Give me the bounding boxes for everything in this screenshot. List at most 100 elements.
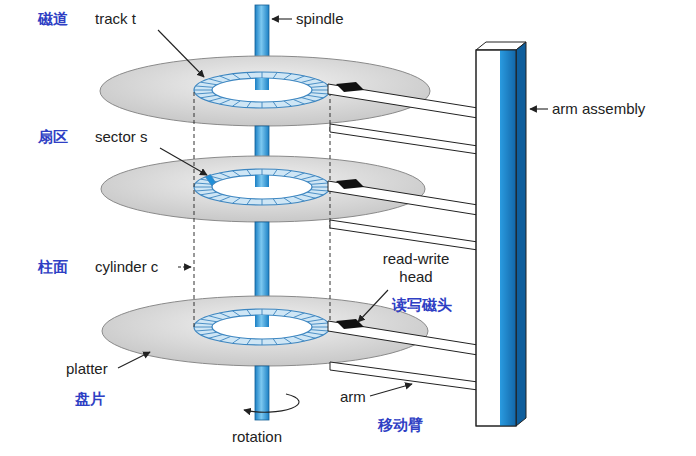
track-segment [284,101,292,106]
track-segment [312,327,330,328]
label-cn: 扇区 [38,128,68,146]
track-segment [232,101,240,106]
label-cn: 磁道 [38,10,68,28]
label-en: spindle [296,10,344,28]
track-segment [293,196,304,201]
track-segment [201,319,217,322]
track-segment [307,179,323,182]
track-segment [307,192,323,195]
track-segment [262,169,263,175]
track-segment [262,72,263,78]
track-segment [232,338,240,343]
track-segment [201,332,217,335]
label-en: read-write head [368,250,464,286]
track-segment [220,196,231,201]
track-segment [262,339,263,345]
label-en: cylinder c [95,258,158,276]
track-segment [284,74,292,79]
track-segment [247,102,251,108]
track-segment [311,93,329,94]
arms [328,84,478,390]
track-segment [273,199,277,205]
track-segment [312,90,330,91]
track-segment [301,194,315,198]
label-en: rotation [232,428,282,446]
track-segment [220,313,231,318]
track-segment [301,334,315,338]
track-segment [209,79,223,83]
track-segment [293,173,304,178]
track-segment [273,102,277,108]
track-segment [247,72,251,78]
track-segment [307,332,323,335]
track-segment [232,198,240,203]
track-segment [194,90,212,91]
track-segment [293,76,304,81]
label-en: platter [66,360,108,378]
read-write-heads [336,82,364,329]
track-segment [196,330,214,331]
track-segment [312,187,330,188]
label-cn: 读写磁头 [392,296,452,314]
track-segment [220,99,231,104]
track-segment [209,334,223,338]
track-segment [273,309,277,315]
track-segment [273,72,277,78]
track-segment [293,313,304,318]
track-segment [301,316,315,320]
label-en: arm assembly [552,100,645,118]
track-segment [194,327,212,328]
track-segment [311,190,329,191]
track-segment [293,336,304,341]
track-segment [247,309,251,315]
track-segment [262,199,263,205]
spindle-rod [255,5,269,95]
label-en: arm [340,388,366,406]
track-segment [273,339,277,345]
track-segment [301,97,315,101]
track-segment [307,319,323,322]
track-segment [232,171,240,176]
track-segment [307,95,323,98]
track-segment [232,74,240,79]
platter-1 [100,56,430,126]
track-segment [284,171,292,176]
track-segment [201,95,217,98]
track-segment [273,169,277,175]
track-segment [307,82,323,85]
track-segment [220,173,231,178]
track-segment [284,198,292,203]
track-segment [247,339,251,345]
track-segment [209,194,223,198]
track-segment [220,76,231,81]
track-segment [209,97,223,101]
track-segment [209,316,223,320]
track-segment [284,311,292,316]
cylinder-lines [194,92,330,329]
track-segment [262,102,263,108]
label-cn: 移动臂 [378,416,423,434]
track-segment [311,86,329,87]
track-segment [196,86,214,87]
track-segment [284,338,292,343]
arm-assembly [476,42,526,426]
track-segment [301,79,315,83]
track-segment [196,93,214,94]
track-segment [232,311,240,316]
track-segment [301,176,315,180]
label-cn: 柱面 [38,258,68,276]
label-en: sector s [95,128,148,146]
track-segment [194,187,212,188]
track-segment [262,309,263,315]
track-segment [196,323,214,324]
label-en: track t [95,10,136,28]
track-segment [247,199,251,205]
track-segment [220,336,231,341]
track-segment [201,192,217,195]
track-segment [311,183,329,184]
label-cn: 盘片 [75,390,105,408]
track-segment [201,82,217,85]
track-segment [196,190,214,191]
track-segment [247,169,251,175]
